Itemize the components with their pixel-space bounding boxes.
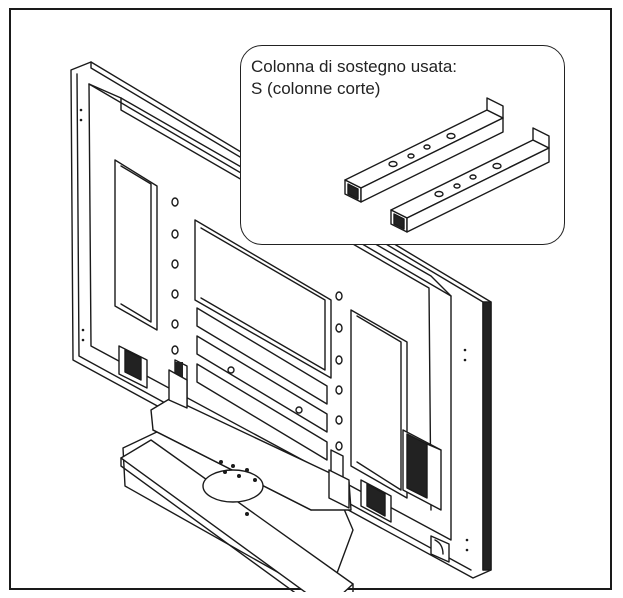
callout-line-1: Colonna di sostegno usata: <box>251 57 458 76</box>
callout-caption: Colonna di sostegno usata: S (colonne co… <box>251 56 457 100</box>
plasma-display-stand-icon <box>70 61 492 592</box>
short-support-columns-icon <box>344 97 550 233</box>
callout-box: Colonna di sostegno usata: S (colonne co… <box>240 45 565 245</box>
callout-line-2: S (colonne corte) <box>251 79 381 98</box>
figure-frame: Colonna di sostegno usata: S (colonne co… <box>9 8 612 592</box>
